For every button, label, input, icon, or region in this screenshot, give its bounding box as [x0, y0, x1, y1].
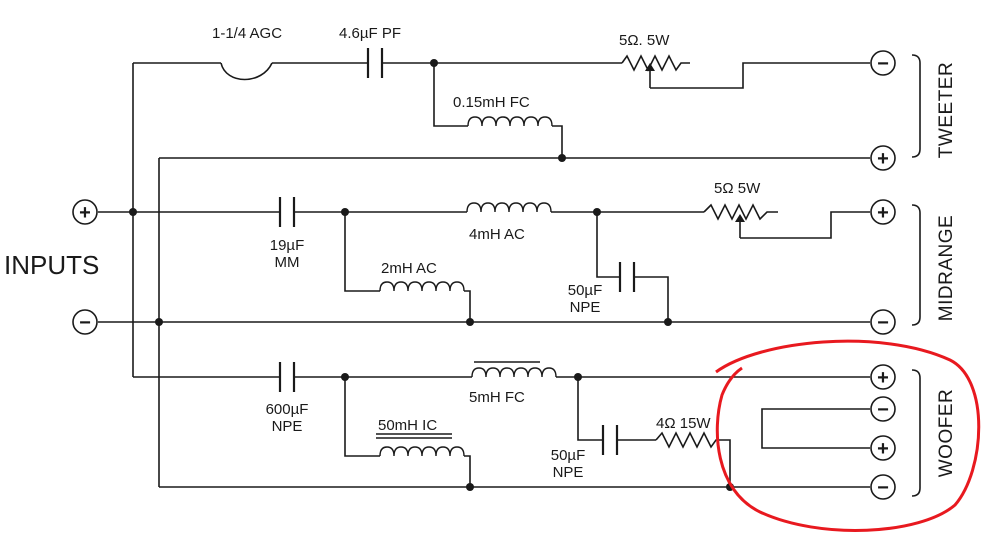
tweeter-group-label: TWEETER	[936, 62, 957, 158]
input-plus-terminal[interactable]: +	[72, 199, 98, 225]
wire	[634, 276, 669, 322]
woofer-zobel-cap-label-type: NPE	[553, 464, 584, 481]
voice-coil-jumper	[761, 408, 870, 449]
midrange-plus-symbol: +	[877, 202, 889, 224]
input-minus-symbol: −	[79, 312, 91, 334]
inputs-label: INPUTS	[4, 250, 99, 280]
woofer-shunt-inductor	[379, 446, 465, 457]
junction-dot	[129, 208, 137, 216]
woofer-shunt-inductor-label: 50mH IC	[378, 417, 437, 434]
wire	[433, 63, 468, 127]
midrange-shunt-cap-label-value: 50µF	[568, 282, 603, 299]
woofer-cap-label-value: 600µF	[266, 401, 309, 418]
wire	[464, 290, 471, 322]
tweeter-minus-symbol: −	[877, 53, 889, 75]
woofer-terminal-1[interactable]: +	[870, 364, 896, 390]
fuse-symbol	[220, 62, 273, 81]
tweeter-inductor-label: 0.15mH FC	[453, 94, 530, 111]
woofer-series-inductor	[471, 367, 557, 378]
woofer-zobel-resistor-label: 4Ω 15W	[656, 415, 711, 432]
wire	[464, 455, 471, 487]
woofer-series-inductor-label: 5mH FC	[469, 389, 525, 406]
input-plus-symbol: +	[79, 202, 91, 224]
tweeter-plus-symbol: +	[877, 148, 889, 170]
midrange-plus-terminal[interactable]: +	[870, 199, 896, 225]
midrange-group-label: MIDRANGE	[936, 215, 957, 321]
midrange-cap-label-value: 19µF	[270, 237, 305, 254]
midrange-minus-terminal[interactable]: −	[870, 309, 896, 335]
midrange-shunt-inductor-label: 2mH AC	[381, 260, 437, 277]
wire	[596, 212, 620, 278]
highlight-circle	[715, 339, 981, 532]
tweeter-resistor-label: 5Ω. 5W	[619, 32, 670, 49]
woofer-terminal-3-symbol: +	[877, 438, 889, 460]
wiper-arrowhead	[645, 63, 655, 71]
woofer-terminal-2[interactable]: −	[870, 396, 896, 422]
tweeter-plus-terminal[interactable]: +	[870, 145, 896, 171]
woofer-zobel-cap-label-value: 50µF	[551, 447, 586, 464]
woofer-bracket	[911, 369, 921, 497]
wire	[344, 377, 380, 457]
midrange-bracket	[911, 204, 921, 326]
tweeter-inductor	[467, 116, 553, 127]
midrange-shunt-cap-label-type: NPE	[570, 299, 601, 316]
junction-dot	[155, 318, 163, 326]
woofer-terminal-4[interactable]: −	[870, 474, 896, 500]
midrange-series-inductor-label: 4mH AC	[469, 226, 525, 243]
midrange-resistor-label: 5Ω 5W	[714, 180, 761, 197]
wire	[740, 211, 870, 239]
woofer-terminal-3[interactable]: +	[870, 435, 896, 461]
tweeter-resistor	[621, 54, 690, 72]
woofer-group-label: WOOFER	[936, 389, 957, 478]
wire	[552, 125, 563, 158]
midrange-series-inductor	[466, 202, 552, 213]
tweeter-minus-terminal[interactable]: −	[870, 50, 896, 76]
tweeter-bracket	[911, 54, 921, 158]
woofer-terminal-4-symbol: −	[877, 477, 889, 499]
woofer-terminal-1-symbol: +	[877, 367, 889, 389]
wire	[577, 377, 603, 441]
wire	[344, 212, 380, 292]
tweeter-cap-label: 4.6µF PF	[339, 25, 401, 42]
wiper-arrowhead	[735, 214, 745, 222]
midrange-resistor	[703, 203, 778, 221]
input-minus-terminal[interactable]: −	[72, 309, 98, 335]
wire	[650, 62, 870, 89]
fuse-label: 1-1/4 AGC	[212, 25, 282, 42]
midrange-minus-symbol: −	[877, 312, 889, 334]
woofer-terminal-2-symbol: −	[877, 399, 889, 421]
midrange-shunt-inductor	[379, 281, 465, 292]
woofer-cap-label-type: NPE	[272, 418, 303, 435]
midrange-cap-label-type: MM	[275, 254, 300, 271]
